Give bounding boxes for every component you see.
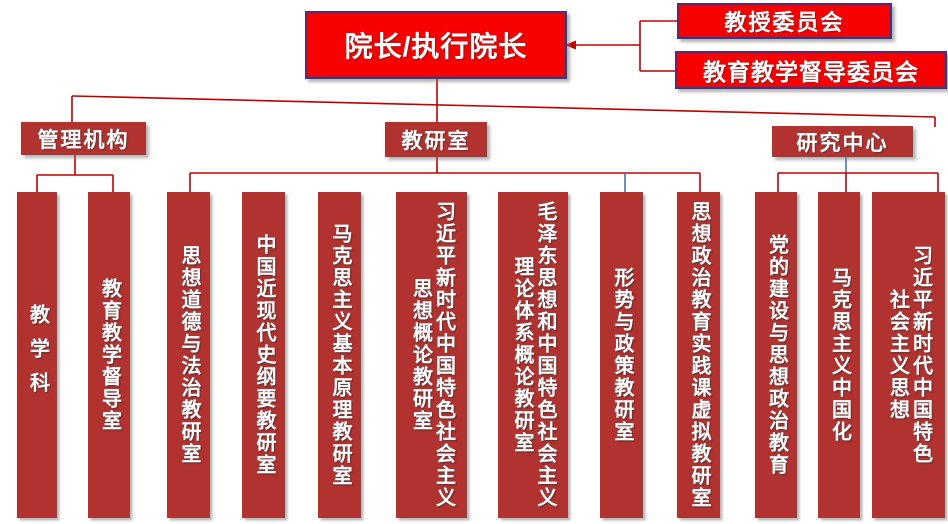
node-dean: 院长/执行院长 — [305, 11, 567, 79]
node-supervision-committee-label: 教育教学督导委员会 — [703, 59, 919, 85]
node-professor-committee-label: 教授委员会 — [724, 10, 845, 35]
node-marxism-principles-office: 马克思主义基本原理教研室 — [318, 192, 361, 518]
node-xi-thought-center-line2: 社会主义思想 — [886, 289, 909, 421]
node-virtual-practice-office-label: 思想政治教育实践课虚拟教研室 — [688, 201, 710, 509]
node-management-group: 管理机构 — [21, 122, 146, 155]
node-xi-thought-center-line1: 习近平新时代中国特色 — [909, 245, 932, 465]
node-marxism-sinicization-center-label: 马克思主义中国化 — [828, 267, 851, 443]
node-teaching-research-group: 教研室 — [385, 122, 487, 157]
node-research-center-group-label: 研究中心 — [796, 131, 889, 155]
node-modern-history-office: 中国近现代史纲要教研室 — [242, 192, 285, 518]
node-party-building-center: 党的建设与思想政治教育 — [755, 192, 797, 518]
node-mao-thought-theory-office-line1: 毛泽东思想和中国特色社会主义 — [534, 201, 556, 509]
node-morality-law-office-label: 思想道德与法治教研室 — [178, 245, 200, 465]
node-modern-history-office-label: 中国近现代史纲要教研室 — [253, 234, 275, 476]
node-management-group-label: 管理机构 — [37, 128, 130, 152]
node-xi-thought-intro-office-line1: 习近平新时代中国特色社会主义 — [432, 201, 455, 509]
node-teaching-section: 教学科 — [17, 192, 57, 518]
node-teaching-research-group-label: 教研室 — [401, 129, 471, 153]
connector-distributor — [71, 95, 936, 118]
node-teaching-section-label: 教学科 — [26, 304, 49, 406]
node-virtual-practice-office: 思想政治教育实践课虚拟教研室 — [677, 192, 720, 518]
node-xi-thought-intro-office: 习近平新时代中国特色社会主义 思想概论教研室 — [396, 192, 467, 518]
node-marxism-sinicization-center: 马克思主义中国化 — [818, 192, 860, 518]
node-xi-thought-center: 习近平新时代中国特色 社会主义思想 — [872, 192, 945, 518]
node-morality-law-office: 思想道德与法治教研室 — [167, 192, 210, 518]
node-situation-policy-office-label: 形势与政策教研室 — [611, 267, 633, 443]
node-marxism-principles-office-label: 马克思主义基本原理教研室 — [329, 223, 351, 487]
node-mao-thought-theory-office-line2: 理论体系概论教研室 — [511, 256, 533, 454]
node-party-building-center-label: 党的建设与思想政治教育 — [765, 234, 788, 476]
node-education-supervision-office: 教育教学督导室 — [88, 192, 130, 518]
node-professor-committee: 教授委员会 — [677, 3, 892, 39]
node-xi-thought-intro-office-line2: 思想概论教研室 — [409, 278, 432, 432]
node-supervision-committee: 教育教学督导委员会 — [675, 51, 947, 89]
node-research-center-group: 研究中心 — [772, 126, 913, 157]
node-mao-thought-theory-office: 毛泽东思想和中国特色社会主义 理论体系概论教研室 — [498, 192, 568, 518]
node-situation-policy-office: 形势与政策教研室 — [600, 192, 643, 518]
node-education-supervision-office-label: 教育教学督导室 — [98, 278, 121, 432]
node-dean-label: 院长/执行院长 — [344, 31, 528, 62]
